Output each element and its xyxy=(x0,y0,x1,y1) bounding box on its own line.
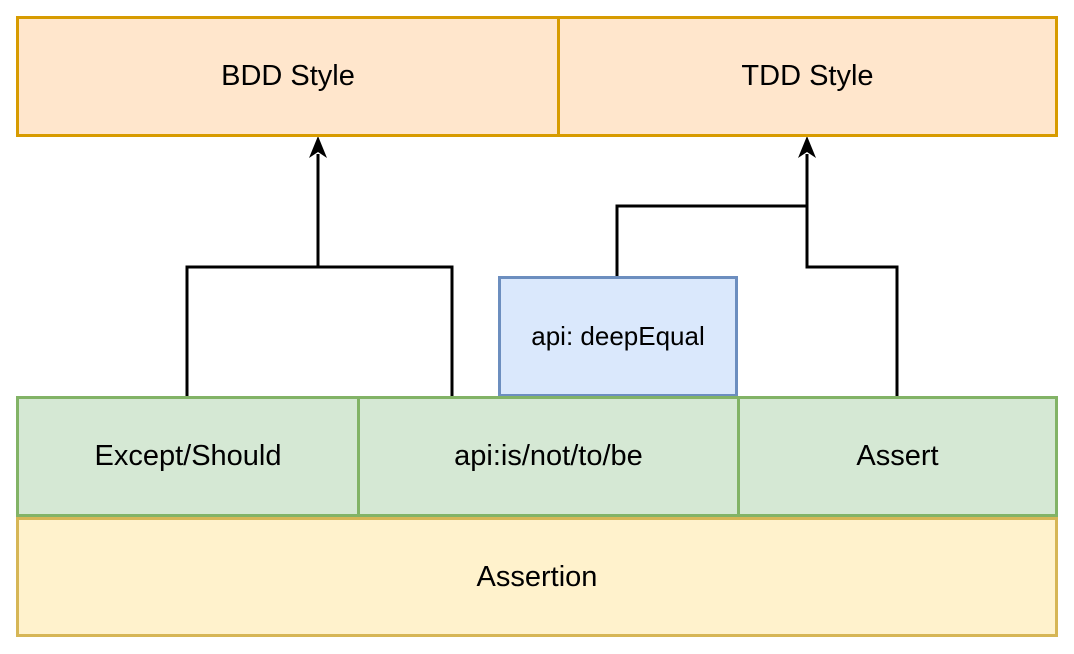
tdd-style-label: TDD Style xyxy=(741,60,874,93)
deep-equal-connector xyxy=(615,204,807,276)
except-should-label: Except/Should xyxy=(94,440,282,473)
bdd-arrowhead-up-icon xyxy=(309,136,327,158)
node-bdd-style: BDD Style xyxy=(16,16,560,137)
api-deep-equal-label: api: deepEqual xyxy=(531,320,705,351)
assert-connector xyxy=(805,154,899,396)
bdd-style-label: BDD Style xyxy=(221,60,355,93)
node-tdd-style: TDD Style xyxy=(557,16,1058,137)
tdd-arrowhead-up-icon xyxy=(798,136,816,158)
node-except-should: Except/Should xyxy=(16,396,360,517)
node-assertion: Assertion xyxy=(16,517,1058,637)
node-api-is-not-to-be: api:is/not/to/be xyxy=(357,396,740,517)
api-is-not-to-be-label: api:is/not/to/be xyxy=(454,440,643,473)
bdd-bracket-connector xyxy=(185,265,454,396)
assert-label: Assert xyxy=(856,440,939,473)
node-api-deep-equal: api: deepEqual xyxy=(498,276,738,397)
node-assert: Assert xyxy=(737,396,1058,517)
assertion-label: Assertion xyxy=(476,560,598,593)
